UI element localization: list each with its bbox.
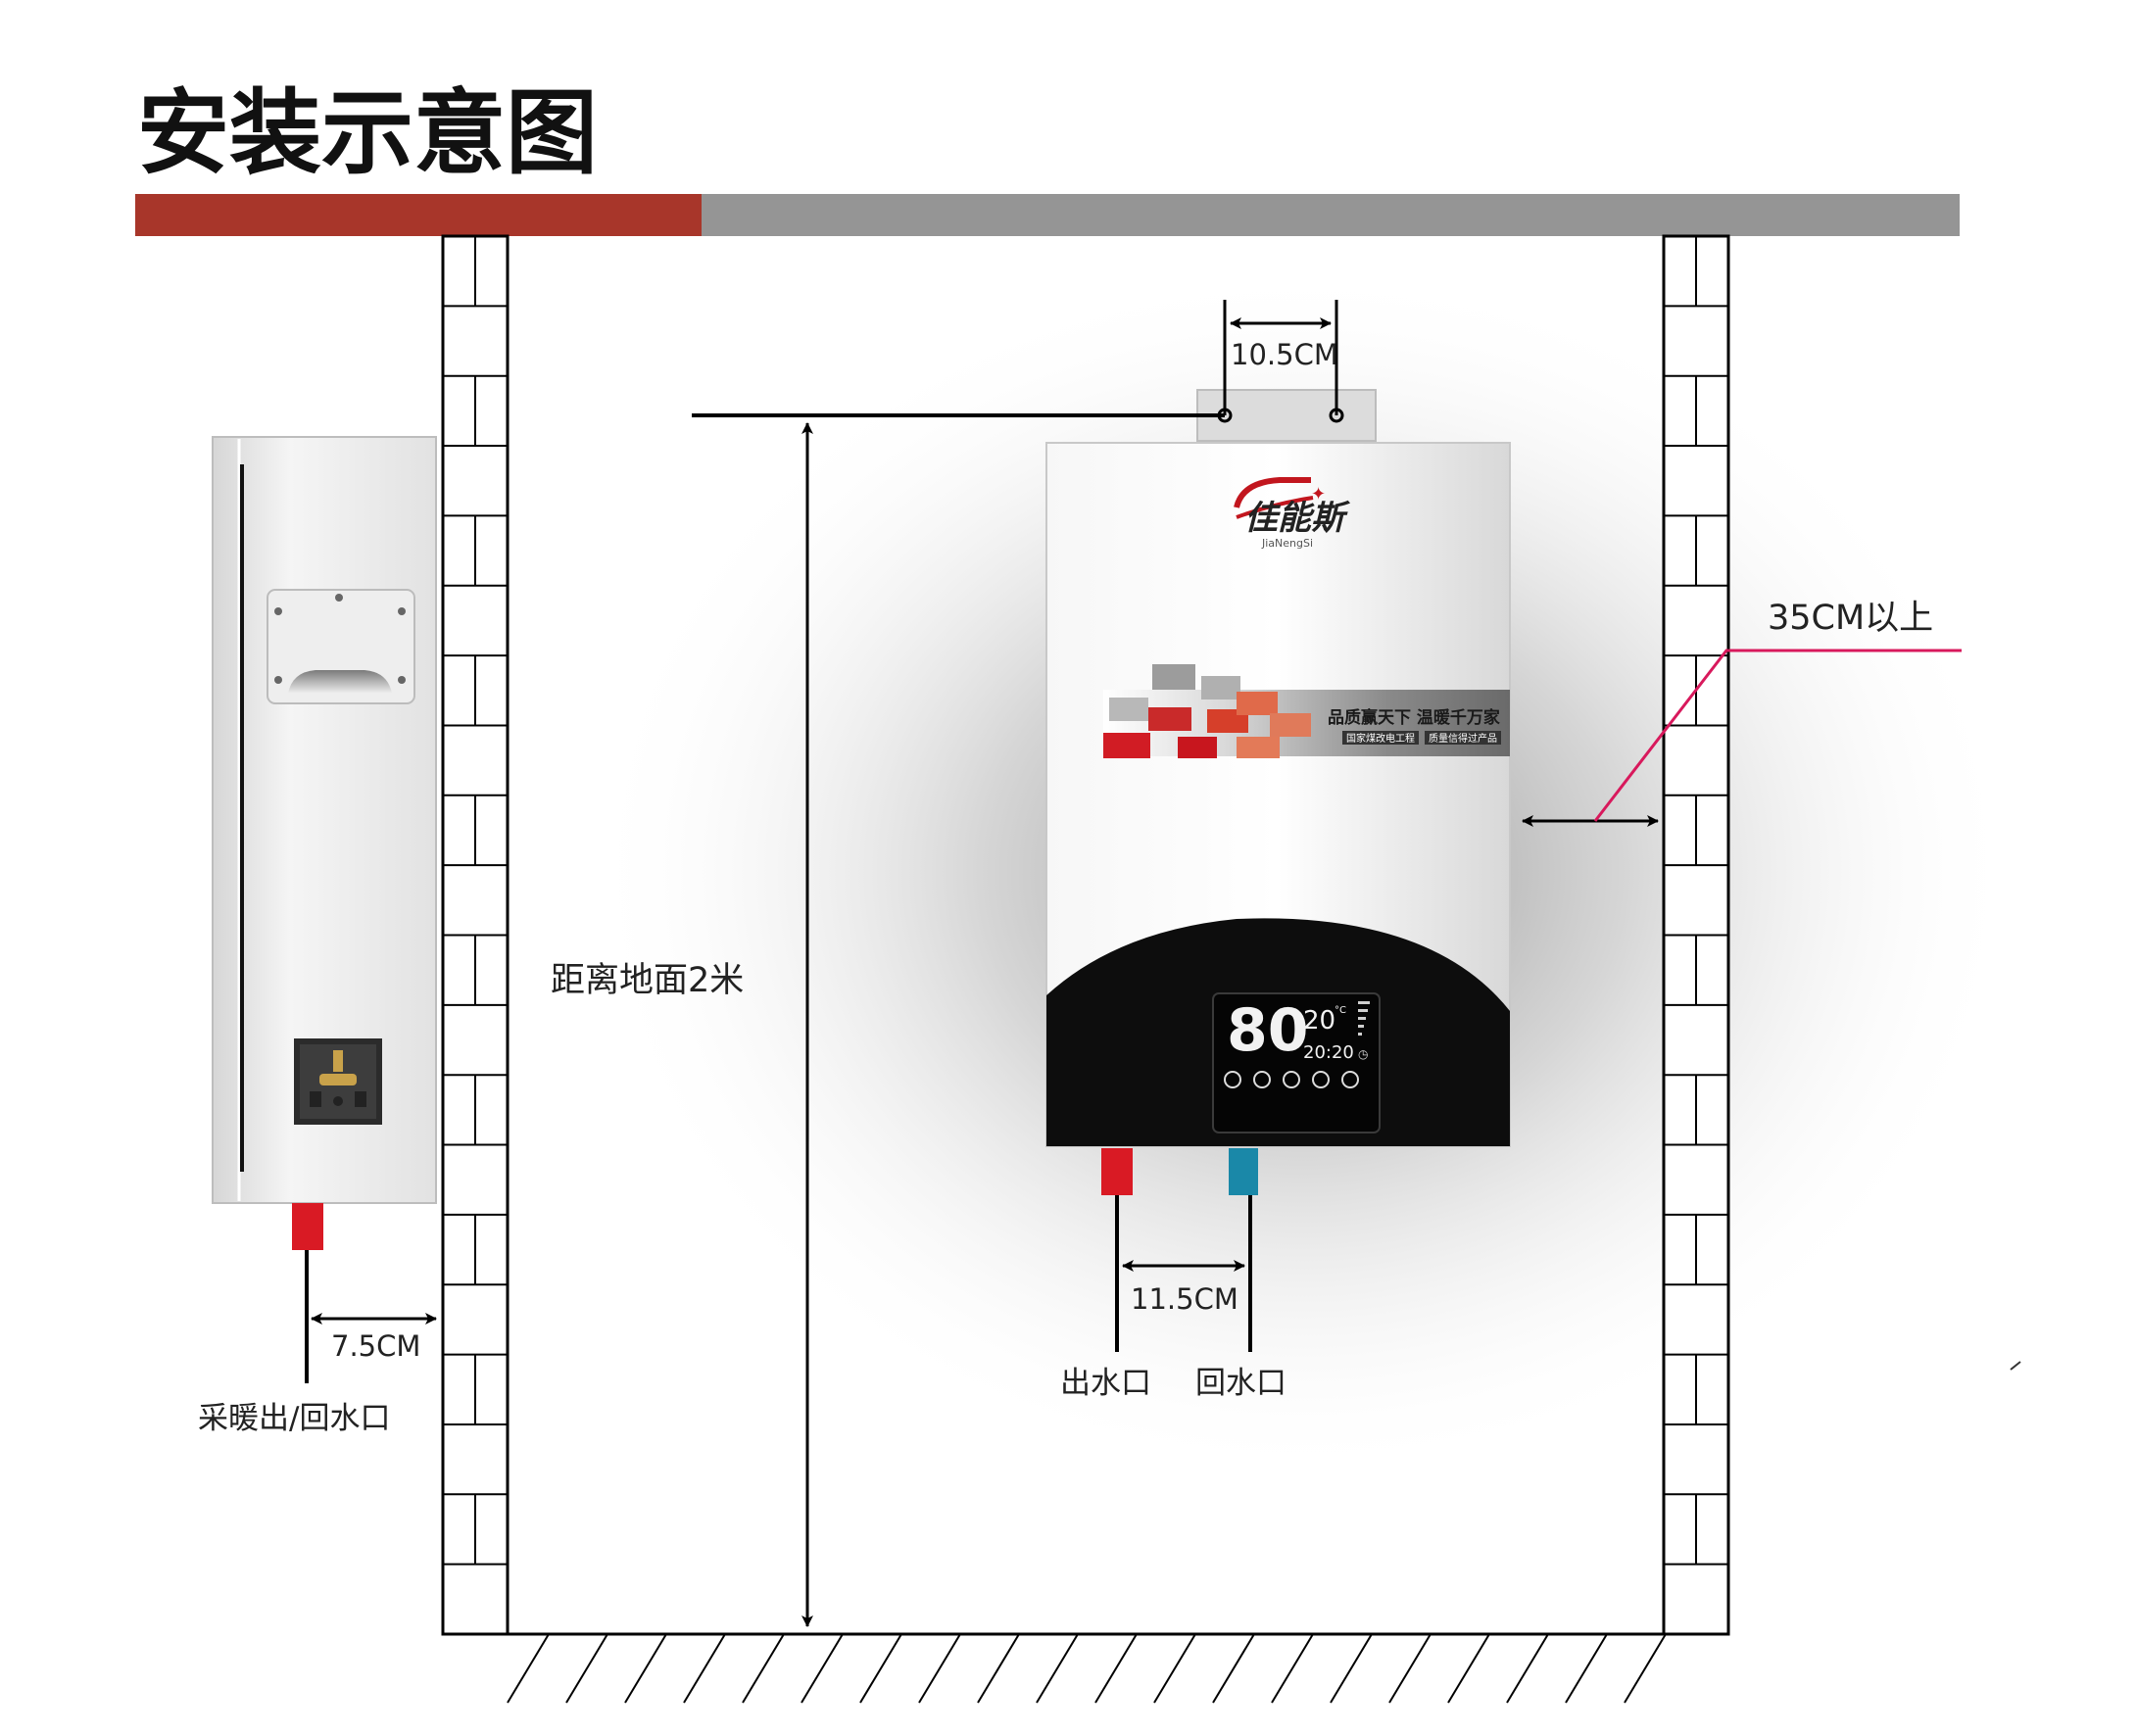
side-outlet-label: 采暖出/回水口 [198,1401,390,1436]
hatch-line [1271,1633,1314,1704]
slogan-tag-1: 国家煤改电工程 [1346,732,1415,745]
wall-heater: ✦ 佳能斯 JiaNengSi 品质赢天下 温暖千万家 国家煤改电工程 质量信得… [1045,389,1511,1195]
hatch-line [1036,1633,1079,1704]
brand-logo-text: 佳能斯 [1244,499,1351,538]
hatch-line [1212,1633,1255,1704]
left-brick-wall [441,234,510,1636]
hatch-line [1447,1633,1490,1704]
height-label: 距离地面2米 [551,961,744,1000]
bracket-spacing-dimension: 10.5CM [1217,300,1344,423]
brand-logo: ✦ 佳能斯 JiaNengSi [1234,477,1351,550]
display-secondary-temp: 20 [1303,1006,1335,1036]
hatch-line [1565,1633,1608,1704]
hatch-line [1624,1633,1667,1704]
page-title: 安装示意图 [137,80,598,187]
control-display: 80 20 °C 20:20 ◷ [1212,992,1381,1133]
hatch-line [683,1633,726,1704]
hatch-line [977,1633,1020,1704]
title-bar-gray [702,194,1960,236]
side-outlet-pipe-red [292,1203,323,1250]
display-level-bars [1358,1001,1370,1036]
touch-button-icon-3[interactable] [1283,1071,1300,1088]
hatch-line [918,1633,961,1704]
logo-star-icon: ✦ [1311,484,1326,505]
outlet-pipe-red [1101,1148,1133,1195]
touch-button-icon-4[interactable] [1312,1071,1330,1088]
display-temp-unit: °C [1335,1005,1346,1016]
display-touch-buttons [1224,1071,1359,1088]
title-bar-red [135,194,702,236]
touch-button-icon-2[interactable] [1253,1071,1271,1088]
right-brick-wall [1662,234,1730,1636]
pipe-spacing-label: 11.5CM [1131,1282,1238,1316]
hatch-line [1094,1633,1138,1704]
outlet-out-label: 出水口 [1060,1366,1151,1401]
hatch-line [1388,1633,1432,1704]
slogan-main: 品质赢天下 温暖千万家 [1328,707,1500,728]
pipe-spacing-dimension: 11.5CM 出水口 回水口 [1060,1195,1286,1401]
slogan-banner: 品质赢天下 温暖千万家 国家煤改电工程 质量信得过产品 [1103,664,1510,758]
hatch-line [1506,1633,1549,1704]
display-main-digits: 80 [1227,996,1309,1065]
height-dimension: 距离地面2米 [551,413,1225,1627]
brand-logo-pinyin: JiaNengSi [1261,537,1313,550]
side-offset-label: 7.5CM [331,1329,420,1363]
side-clearance-dimension: 35CM以上 [1522,599,1962,827]
side-view-unit: 7.5CM 采暖出/回水口 [198,436,437,1436]
bracket-spacing-label: 10.5CM [1231,338,1338,371]
hatch-line [1153,1633,1196,1704]
mounting-bracket-icon [267,589,415,704]
side-clearance-label: 35CM以上 [1768,599,1933,638]
outlet-pipe-blue [1229,1148,1258,1195]
hatch-line [801,1633,844,1704]
display-clock-icon: ◷ [1358,1047,1369,1061]
floor-hatching [507,1633,1667,1704]
wall-bracket [1196,389,1377,442]
outlet-return-label: 回水口 [1195,1366,1286,1401]
hatch-line [507,1633,550,1704]
hatch-line [859,1633,902,1704]
display-clock: 20:20 [1303,1042,1354,1063]
power-socket-icon [294,1038,382,1125]
hatch-line [1330,1633,1373,1704]
touch-button-icon-5[interactable] [1341,1071,1359,1088]
touch-button-icon-1[interactable] [1224,1071,1241,1088]
hatch-line [742,1633,785,1704]
stray-mark [2010,1361,2021,1371]
hatch-line [565,1633,608,1704]
hatch-line [624,1633,667,1704]
slogan-tag-2: 质量信得过产品 [1429,732,1497,745]
